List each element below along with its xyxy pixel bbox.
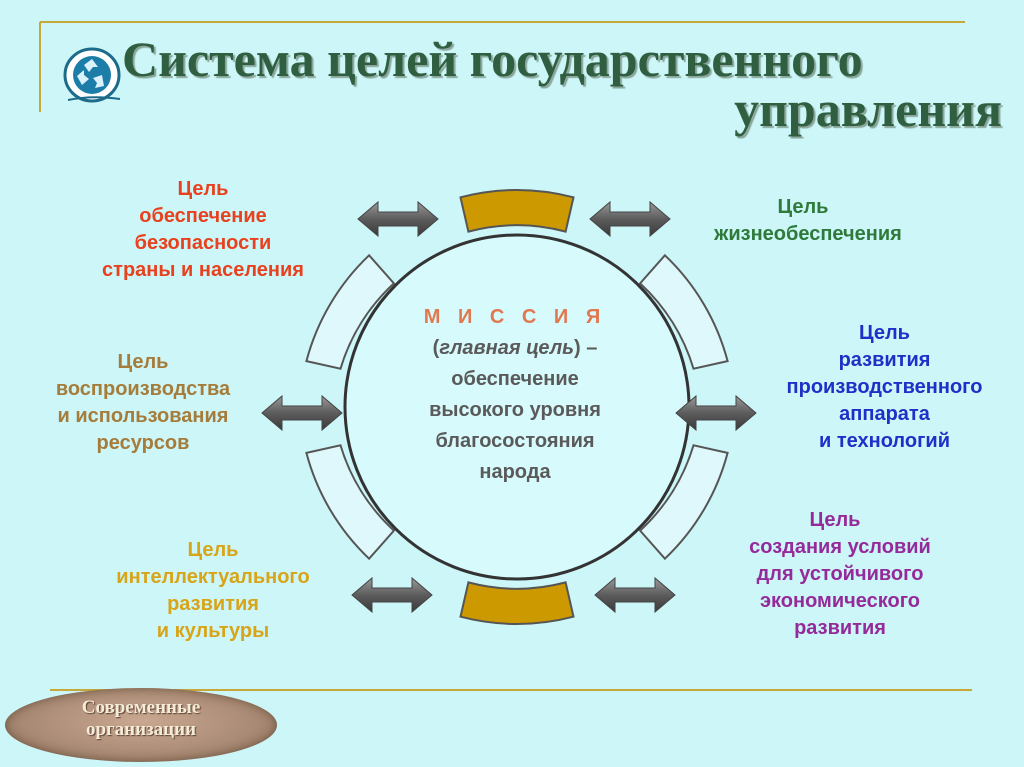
goal-line: производственного [786,376,983,398]
goal-intellectual: Цель интеллектуального развития и культу… [78,537,348,645]
goal-line: Цель [177,178,229,200]
goal-line: обеспечение [139,205,267,227]
goal-line: Цель [187,539,239,561]
ring-segment-lower-left [305,444,396,561]
goal-economic: Цель создания условий для устойчивого эк… [705,507,975,642]
mission-text: М И С С И Я (главная цель) – обеспечение… [350,302,680,488]
goal-line: страны и населения [102,259,304,281]
organization-badge-text: Современные организации [5,697,277,741]
goal-line: интеллектуального [116,566,310,588]
goal-line: экономического [760,590,920,612]
arrow-top-right [589,200,671,238]
goal-line: аппарата [839,403,930,425]
goal-line: и технологий [818,430,950,452]
goal-line: развития [167,593,259,615]
goal-line: ресурсов [96,432,190,454]
arrow-middle-right [675,394,757,432]
organization-badge [5,688,277,762]
badge-line: организации [85,719,197,740]
goal-security: Цель обеспечение безопасности страны и н… [58,176,348,284]
goal-line: Цель [809,509,861,531]
mission-line: народа [479,461,551,483]
arrow-middle-left [261,394,343,432]
arrow-bottom-left [351,576,433,614]
goal-line: Цель [859,322,910,344]
goal-line: Цель [777,196,829,218]
goal-line: развития [838,349,931,371]
goal-line: для устойчивого [756,563,924,585]
page-title-line1: Система целей государственного [122,31,863,87]
badge-line: Современные [81,697,201,718]
mission-subtitle-close: ) – [574,337,598,359]
page-title-line2: управления [734,81,1002,137]
mission-line: обеспечение [451,368,579,390]
ring-segment-top [459,189,575,233]
goal-line: Цель [117,351,169,373]
arrow-bottom-right [594,576,676,614]
goal-line: создания условий [749,536,931,558]
arrow-top-left [357,200,439,238]
mission-subtitle-emphasis: главная цель [439,337,575,359]
goal-line: воспроизводства [55,378,231,400]
recycle-globe-icon [63,47,121,103]
mission-line: высокого уровня [429,399,601,421]
mission-line: благосостояния [435,430,595,452]
goal-line: и культуры [156,620,270,642]
mission-subtitle-open: ( [432,337,440,359]
ring-segment-lower-right [638,444,729,561]
ring-segment-upper-right [638,253,729,370]
ring-segment-upper-left [305,253,396,370]
goal-production: Цель развития производственного аппарата… [752,320,1017,455]
goal-life-support: Цель жизнеобеспечения [668,194,948,248]
goal-line: развития [794,617,886,639]
goal-resources: Цель воспроизводства и использования рес… [18,349,268,457]
goal-line: и использования [57,405,229,427]
mission-heading: М И С С И Я [423,306,607,328]
goal-line: жизнеобеспечения [714,223,902,245]
ring-segment-bottom [459,581,575,625]
goal-line: безопасности [134,232,272,254]
mission-subtitle: (главная цель) – [350,333,680,364]
